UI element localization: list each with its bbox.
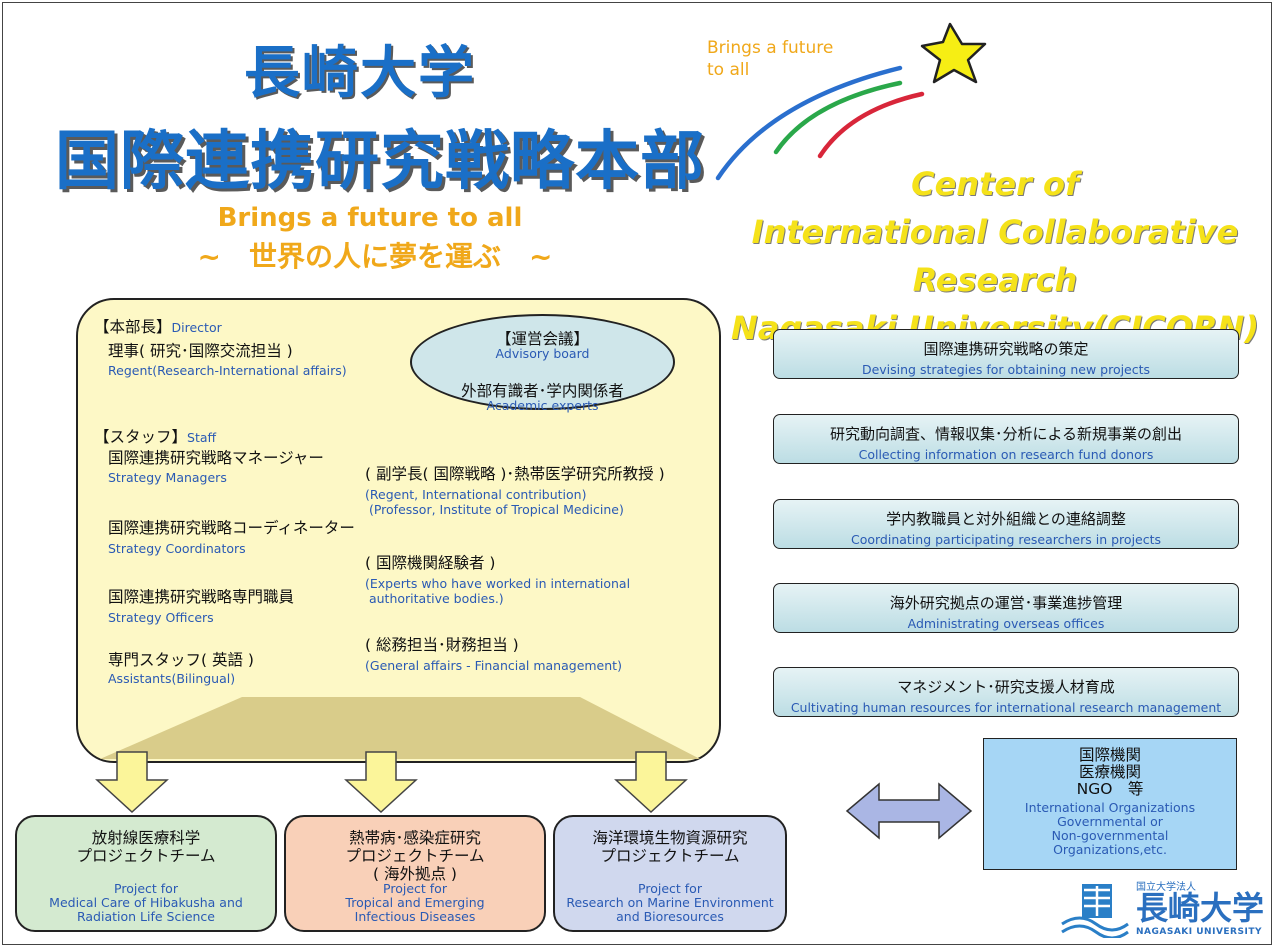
project-radiation: 放射線医療科学 プロジェクトチーム Project for Medical Ca… (15, 815, 277, 932)
star-caption: Brings a future to all (707, 38, 834, 80)
director-name-en: Regent(Research-International affairs) (108, 363, 347, 378)
double-arrow-icon (845, 782, 973, 840)
role-coordinator-note-en-1: (Experts who have worked in internationa… (365, 576, 631, 591)
university-logo: 国立大学法人 長崎大学 NAGASAKI UNIVERSITY (1060, 878, 1270, 940)
role-manager-note: ( 副学長( 国際戦略 )･熱帯医学研究所教授 ) (365, 465, 665, 483)
tagline-jp: ~ 世界の人に夢を運ぶ ~ (197, 240, 553, 273)
advisory-members-en: Academic experts (486, 398, 599, 413)
director-name: 理事( 研究･国際交流担当 ) (108, 342, 293, 360)
cicorn-title: Center of International Collaborative Re… (731, 165, 1259, 347)
project-marine: 海洋環境生物資源研究 プロジェクトチーム Project for Researc… (553, 815, 787, 932)
role-coordinator: 国際連携研究戦略コーディネーター (108, 519, 355, 537)
role-assistant-note: ( 総務担当･財務担当 ) (365, 636, 519, 654)
box-base-trapezoid (100, 697, 700, 759)
role-assistant: 専門スタッフ( 英語 ) (108, 651, 254, 669)
external-organizations: 国際機関 医療機関 NGO 等 International Organizati… (983, 738, 1237, 870)
down-arrow-icon (95, 751, 169, 814)
center-title: 国際連携研究戦略本部 (55, 125, 705, 199)
university-title: 長崎大学 (244, 41, 476, 106)
role-officer: 国際連携研究戦略専門職員 (108, 588, 295, 606)
role-assistant-note-en: (General affairs - Financial management) (365, 658, 622, 673)
advisory-label-en: Advisory board (495, 346, 590, 361)
role-assistant-en: Assistants(Bilingual) (108, 671, 236, 686)
tagline-en: Brings a future to all (217, 203, 523, 233)
role-officer-en: Strategy Officers (108, 610, 214, 625)
shooting-star-icon (715, 22, 987, 181)
down-arrows (95, 751, 688, 814)
advisory-board (410, 314, 675, 410)
project-tropical: 熱帯病･感染症研究 プロジェクトチーム ( 海外拠点 ) Project for… (284, 815, 546, 932)
staff-label: 【スタッフ】Staff (94, 428, 217, 446)
role-coordinator-note-en-2: authoritative bodies.) (365, 591, 504, 606)
advisory-members: 外部有識者･学内関係者 (461, 382, 624, 400)
down-arrow-icon (614, 751, 688, 814)
advisory-label: 【運営会議】 (495, 330, 589, 348)
role-manager-note-en-1: (Regent, International contribution) (365, 487, 587, 502)
role-manager: 国際連携研究戦略マネージャー (108, 449, 324, 467)
role-coordinator-en: Strategy Coordinators (108, 541, 246, 556)
director-label: 【本部長】Director (94, 318, 222, 336)
role-coordinator-note: ( 国際機関経験者 ) (365, 554, 496, 572)
role-manager-en: Strategy Managers (108, 470, 227, 485)
down-arrow-icon (344, 751, 418, 814)
university-emblem-icon (1061, 884, 1129, 938)
role-manager-note-en-2: (Professor, Institute of Tropical Medici… (365, 502, 624, 517)
